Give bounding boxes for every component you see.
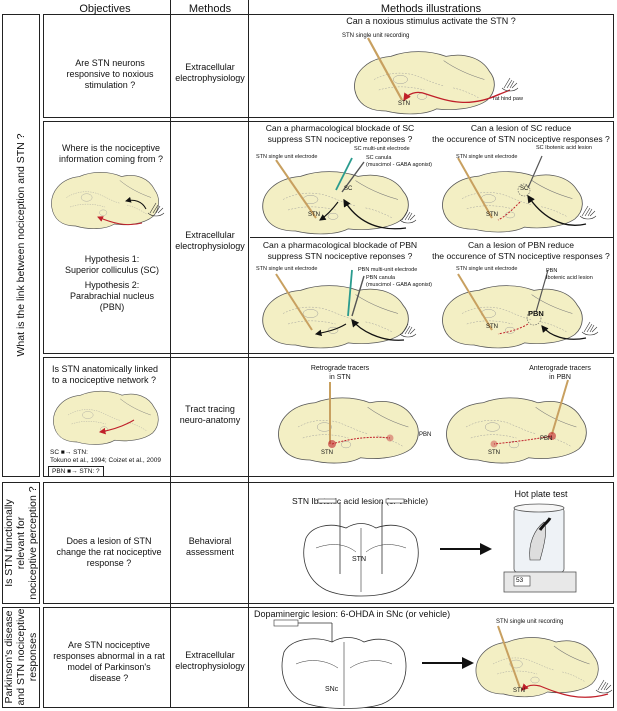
row1-objective: Are STN neurons responsive to noxious st… [66, 58, 154, 90]
row3-method: Tract tracing neuro-anatomy [179, 404, 241, 425]
pbn-lesion-brain [442, 269, 599, 349]
pbn-lesion-pbn-label: PBN [528, 309, 544, 318]
row3-retro-pbn-label: PBN [419, 432, 432, 438]
row3-sc-stn-citation: SC ■→ STN:Tokuno et al., 1994; Coizet et… [50, 449, 161, 464]
row4-objective: Does a lesion of STN change the rat noci… [56, 536, 162, 568]
row3-objective-brain [53, 390, 159, 445]
pbn-block-canula-label: PBN canula(muscimol - GABA agonist) [366, 275, 433, 288]
sc-block-brain [262, 157, 417, 235]
column-divider-methods [248, 0, 249, 708]
row2-inner-divider [250, 237, 614, 238]
header-illustrations: Methods illustrations [380, 3, 482, 15]
sc-lesion-sc-label: SC [520, 186, 529, 192]
side-label-parkinson: Parkinson's disease and STN nociceptive … [3, 608, 39, 706]
row4-hotplate-label: Hot plate test [514, 489, 568, 499]
row4-coronal-brain [303, 498, 419, 597]
nociceptive-pathway-arrow [403, 91, 501, 104]
pbn-lesion-stn-label: STN [486, 324, 498, 330]
row5-method: Extracellular electrophysiology [175, 650, 245, 671]
row2-objective: Where is the nociceptive information com… [58, 143, 164, 164]
row1-stn-label: STN [398, 101, 410, 107]
side-box-relevance [2, 482, 40, 604]
row1-question: Can a noxious stimulus activate the STN … [346, 16, 516, 26]
pbn-block-brain [262, 269, 417, 349]
sc-block-canula-label: SC canula(muscimol - GABA agonist) [366, 155, 433, 168]
row3-anterograde-brain [446, 379, 587, 464]
stn-electrode-icon [367, 37, 403, 101]
hotplate-icon [503, 503, 577, 593]
row3-retrograde-brain [278, 382, 419, 464]
sc-lesion-brain [442, 155, 597, 233]
sc-lesion-stn-label: STN [486, 212, 498, 218]
pbn-block-stn-electrode-label: STN single unit electrode [256, 266, 318, 272]
row4-method: Behavioral assessment [185, 536, 235, 557]
row1-paw-label: rat hind paw [493, 96, 523, 102]
pbn-block-multi-label: PBN multi-unit electrode [358, 267, 418, 273]
side-box-link [2, 14, 40, 477]
sc-block-stn-electrode-label: STN single unit electrode [256, 154, 318, 160]
row3-retro-stn-label: STN [321, 450, 333, 456]
row5-objective: Are STN nociceptive responses abnormal i… [53, 640, 165, 683]
header-objectives: Objectives [79, 3, 131, 15]
sc-block-multi-label: SC multi-unit electrode [354, 146, 410, 152]
header-methods: Methods [188, 3, 232, 15]
row5-arrow-icon [422, 657, 474, 669]
column-divider-objectives [170, 0, 171, 708]
row4-arrow-icon [440, 543, 492, 555]
row2-objective-brain [51, 171, 165, 229]
row3-objective: Is STN anatomically linked to a nocicept… [52, 364, 159, 385]
row5-snc-label: SNc [325, 686, 339, 693]
row4-display: 53 [516, 577, 524, 584]
row4-stn-label: STN [352, 556, 366, 563]
row-box-1 [43, 14, 614, 118]
row5-electrode-label: STN single unit recording [496, 619, 564, 625]
row5-coronal-brain [273, 619, 407, 709]
side-label-relevance: Is STN functionally relevant for nocicep… [3, 486, 39, 600]
sc-lesion-ibotenic-label: SC Ibotenic acid lesion [536, 145, 592, 151]
side-box-parkinson [2, 607, 40, 708]
row5-brain-diagram [475, 625, 613, 698]
row3-pbn-stn-box: PBN ■→ STN: ? [48, 466, 104, 477]
row5-stn-label: STN [513, 688, 525, 694]
row1-electrode-label: STN single unit recording [342, 33, 410, 39]
row1-method: Extracellular electrophysiology [175, 62, 245, 83]
pbn-lesion-stn-electrode-label: STN single unit electrode [456, 266, 518, 272]
side-label-link: What is the link between nociception and… [15, 133, 27, 357]
row1-brain-diagram [354, 37, 519, 115]
row4-lesion-label: STN Ibotenic acid lesion (or vehicle) [291, 496, 429, 506]
row5-lesion-label: Dopaminergic lesion: 6-OHDA in SNc (or v… [254, 609, 451, 619]
row2-method: Extracellular electrophysiology [175, 230, 245, 251]
row2-hypothesis-1: Hypothesis 1:Superior colliculus (SC) [64, 254, 160, 275]
row2-hypothesis-2: Hypothesis 2:Parabrachial nucleus (PBN) [69, 280, 155, 312]
sc-block-sc-label: SC [344, 186, 353, 192]
row3-antero-pbn-label: PBN [540, 436, 553, 442]
sc-lesion-stn-electrode-label: STN single unit electrode [456, 154, 518, 160]
sc-block-stn-label: STN [308, 212, 320, 218]
row3-antero-stn-label: STN [488, 450, 500, 456]
